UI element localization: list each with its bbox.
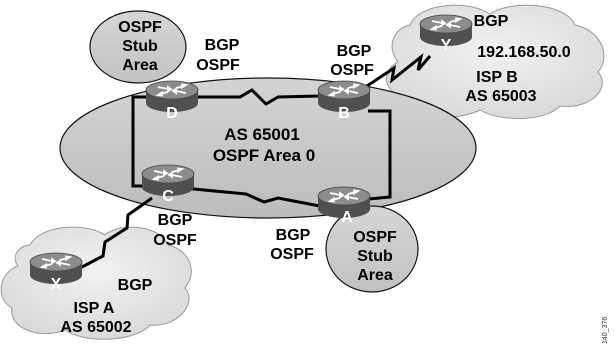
isp-a-name-label: ISP A (74, 300, 115, 317)
isp-a-label: BGP ISP A AS 65002 (60, 277, 152, 336)
router-b-ospf-label: OSPF (330, 62, 374, 79)
router-x: X (29, 252, 83, 293)
serial-link-icon (79, 196, 153, 270)
router-c-bgp-label: BGP (158, 212, 193, 229)
router-a: A (317, 186, 371, 226)
router-d-label: D (166, 105, 178, 122)
router-c: C (141, 164, 195, 205)
stub-line2: Stub (122, 38, 158, 55)
router-d-bgp-label: BGP (205, 37, 240, 54)
ring-links (131, 88, 392, 210)
stub-line1: OSPF (353, 229, 397, 246)
isp-a-bgp-label: BGP (118, 277, 153, 294)
isp-b-network-label: 192.168.50.0 (477, 44, 571, 61)
router-a-ospf-label: OSPF (270, 246, 314, 263)
router-b-label: B (338, 105, 350, 122)
top-left-stub-label: OSPF Stub Area (118, 19, 162, 74)
isp-b-as-label: AS 65003 (465, 88, 536, 105)
router-a-bgp-label: BGP (276, 227, 311, 244)
router-b-bgp-label: BGP (337, 43, 372, 60)
router-b: B (317, 80, 371, 122)
bottom-right-stub-area (325, 205, 419, 293)
as-65001-label: AS 65001 (224, 125, 300, 144)
router-a-label: A (341, 209, 353, 226)
stub-line1: OSPF (118, 19, 162, 36)
serial-link-icon (363, 53, 432, 90)
isp-b-name-label: ISP B (476, 69, 518, 86)
router-c-ospf-label: OSPF (153, 232, 197, 249)
figure-id: 140_376 (602, 317, 609, 344)
central-area-label: AS 65001 OSPF Area 0 (213, 125, 315, 165)
router-y-label: Y (441, 37, 452, 54)
router-d-ospf-label: OSPF (196, 57, 240, 74)
router-x-label: X (51, 276, 62, 293)
router-y: Y (419, 14, 473, 54)
router-c-label: C (162, 188, 174, 205)
isp-a-as-label: AS 65002 (60, 319, 131, 336)
stub-line3: Area (122, 57, 158, 74)
ospf-area-0-label: OSPF Area 0 (213, 146, 315, 165)
router-d: D (145, 80, 199, 122)
isp-b-bgp-label: BGP (474, 13, 509, 30)
isp-b-label: BGP 192.168.50.0 ISP B AS 65003 (465, 13, 570, 105)
top-left-stub-area (89, 10, 187, 84)
bottom-right-stub-label: OSPF Stub Area (353, 229, 397, 284)
stub-line2: Stub (357, 248, 393, 265)
stub-line3: Area (357, 267, 393, 284)
